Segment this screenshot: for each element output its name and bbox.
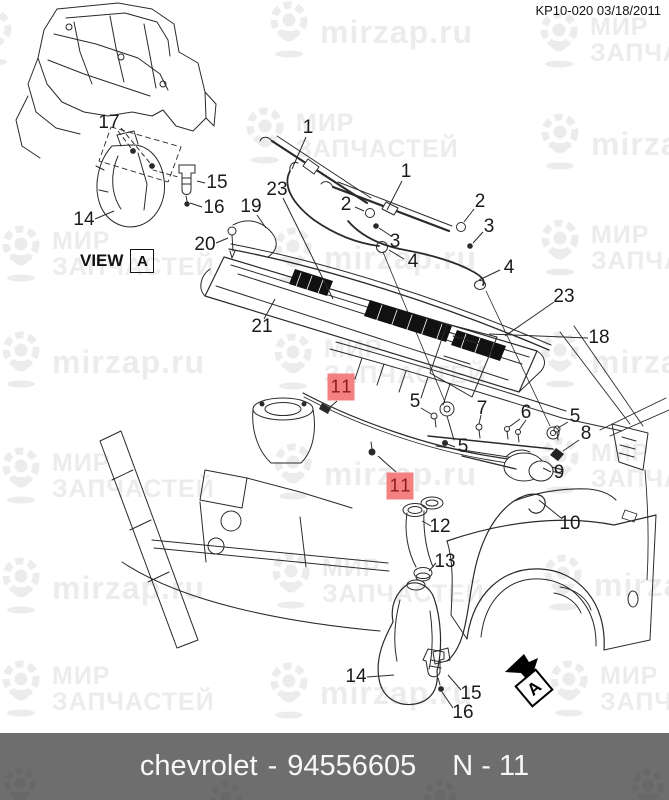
footer-watermark-pin xyxy=(420,778,460,800)
view-a-label: VIEW A xyxy=(80,249,155,273)
footer-part-number: 94556605 xyxy=(287,750,417,782)
watermark-tile: mirzap.ru xyxy=(266,0,473,58)
footer-separator: - xyxy=(267,750,278,782)
watermark-tile: mirzap.ru xyxy=(0,330,205,388)
footer-watermark-pin xyxy=(0,766,40,800)
watermark-tile: mirzap.ru xyxy=(0,556,205,614)
footer-watermark-pin xyxy=(628,768,668,800)
watermark-tile: mirzap.ru xyxy=(537,112,669,170)
footer-page-code: N - 11 xyxy=(452,750,530,782)
footer-watermark-pin xyxy=(206,780,246,800)
watermark-tile: mirzap.ru xyxy=(540,553,669,611)
view-letter-box: A xyxy=(130,249,155,273)
doc-code: KP10-020 03/18/2011 xyxy=(535,3,661,18)
footer-brand: chevrolet xyxy=(139,750,258,782)
watermark-tile: mirzap.ru xyxy=(270,442,477,500)
watermark-tile xyxy=(0,8,16,66)
watermark-tile: mirzap.ru xyxy=(537,330,669,388)
view-label-text: VIEW xyxy=(80,251,124,270)
watermark-tile: mirzap.ru xyxy=(270,226,477,284)
footer-part-info: chevrolet - 94556605 xyxy=(140,750,416,783)
watermark-tile: mirzap.ru xyxy=(266,661,473,719)
footer-bar: chevrolet - 94556605 N - 11 xyxy=(0,733,669,800)
